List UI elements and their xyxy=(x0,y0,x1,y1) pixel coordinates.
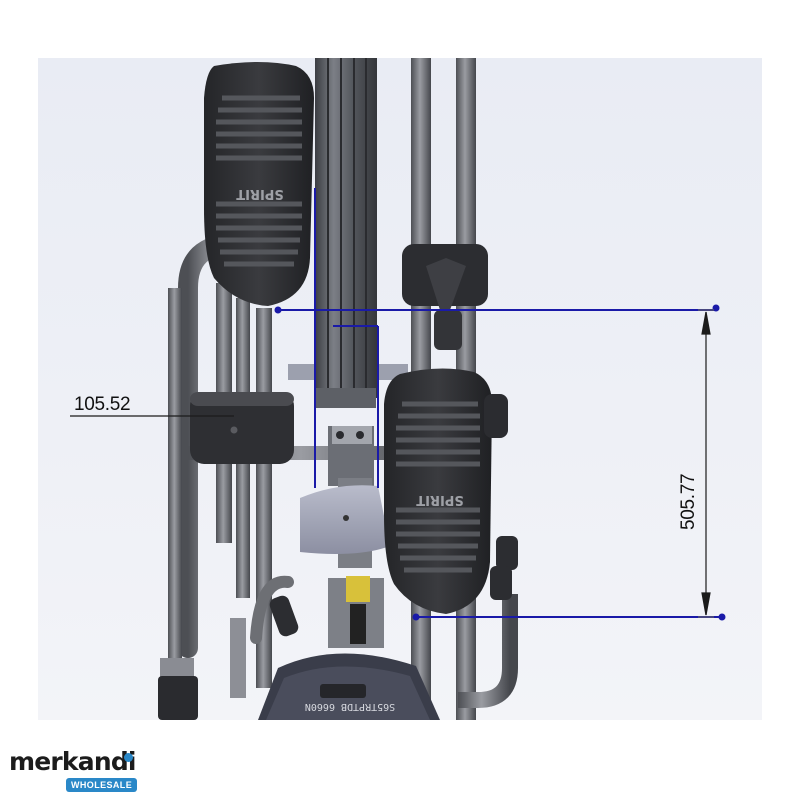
right-lower-frame xyxy=(458,536,518,708)
brand-tagline: WHOLESALE xyxy=(66,778,138,792)
left-pivot-block xyxy=(190,392,294,464)
brand-name: merkandi xyxy=(9,747,137,776)
merkandi-logo: merkandi WHOLESALE xyxy=(9,747,138,792)
pedal-logo-right: SPIRIT xyxy=(416,492,464,507)
vertical-dimension-line xyxy=(698,309,714,618)
dimension-points xyxy=(274,304,726,621)
horizontal-dimension-value: 105.52 xyxy=(74,394,131,415)
elliptical-trainer-drawing: SPIRIT SPIRIT xyxy=(70,58,726,720)
right-pedal: SPIRIT xyxy=(384,368,508,614)
dimension-annotations xyxy=(278,188,722,618)
vertical-dimension-value: 505.77 xyxy=(678,473,699,530)
brand-dot-icon xyxy=(124,753,133,762)
pedal-logo: SPIRIT xyxy=(236,186,284,201)
cad-drawing-viewport: SPIRIT SPIRIT xyxy=(38,58,762,720)
left-upright xyxy=(168,288,182,658)
console-label: S65TRPTDB 6660N xyxy=(305,701,395,712)
left-lower-handle xyxy=(158,575,299,720)
left-pedal: SPIRIT xyxy=(204,62,314,306)
console-base: S65TRPTDB 6660N xyxy=(258,576,440,720)
right-pivot-block xyxy=(402,244,488,350)
